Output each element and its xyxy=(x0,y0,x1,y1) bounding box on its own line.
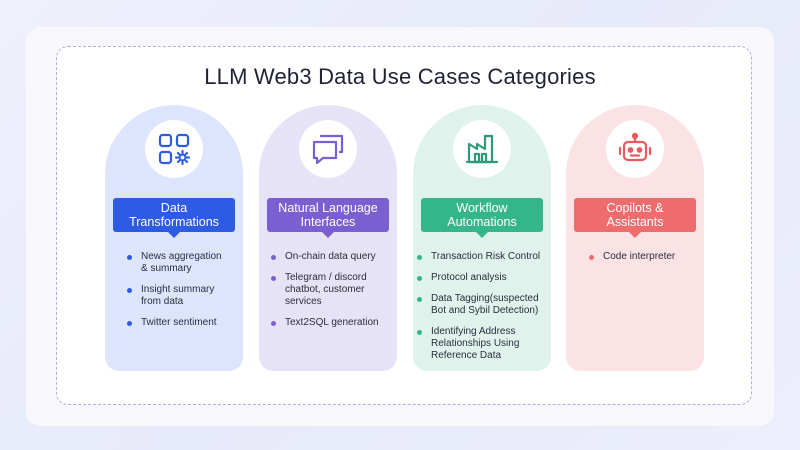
item-line: Relationships Using xyxy=(431,338,520,349)
item-line: Twitter sentiment xyxy=(141,317,217,328)
label-line: Data xyxy=(160,201,188,215)
item-line: services xyxy=(285,296,322,307)
item-line: & summary xyxy=(141,263,192,274)
item-line: Protocol analysis xyxy=(431,272,507,283)
label-line: Transformations xyxy=(129,215,219,229)
label-line: Automations xyxy=(447,215,517,229)
item-line: Transaction Risk Control xyxy=(431,251,541,262)
apps-gear-icon xyxy=(145,120,203,178)
list-item: Protocol analysis xyxy=(417,272,540,284)
bullet-dot xyxy=(417,255,422,260)
label-line: Interfaces xyxy=(300,215,356,229)
label-line: Natural Language xyxy=(278,201,378,215)
label-pointer xyxy=(322,232,334,238)
label-pointer xyxy=(629,232,641,238)
bullet-dot xyxy=(417,297,422,302)
list-item: Transaction Risk Control xyxy=(417,251,540,263)
item-line: Telegram / discord xyxy=(285,272,367,283)
bullet-list: News aggregation& summary Insight summar… xyxy=(127,251,222,338)
bullet-dot xyxy=(271,255,276,260)
item-line: On-chain data query xyxy=(285,251,376,262)
item-line: Bot and Sybil Detection) xyxy=(431,305,539,316)
list-item: Twitter sentiment xyxy=(127,317,222,329)
label-line: Assistants xyxy=(606,215,664,229)
item-line: Code interpreter xyxy=(603,251,676,262)
item-line: Data Tagging(suspected xyxy=(431,293,539,304)
item-line: chatbot, customer xyxy=(285,284,365,295)
robot-icon xyxy=(606,120,664,178)
list-item: News aggregation& summary xyxy=(127,251,222,275)
item-line: Identifying Address xyxy=(431,326,516,337)
item-line: News aggregation xyxy=(141,251,222,262)
page-title: LLM Web3 Data Use Cases Categories xyxy=(204,64,596,89)
label-copilots-assistants: Copilots &Assistants xyxy=(574,198,696,232)
bullet-dot xyxy=(417,276,422,281)
list-item: On-chain data query xyxy=(271,251,379,263)
list-item: Text2SQL generation xyxy=(271,317,379,329)
bullet-list: Code interpreter xyxy=(589,251,675,272)
bullet-dot xyxy=(271,276,276,281)
label-line: Workflow xyxy=(456,201,508,215)
bullet-dot xyxy=(271,321,276,326)
list-item: Code interpreter xyxy=(589,251,675,263)
label-pointer xyxy=(476,232,488,238)
bullet-dot xyxy=(417,330,422,335)
item-line: Insight summary xyxy=(141,284,215,295)
factory-icon xyxy=(453,120,511,178)
item-line: Text2SQL generation xyxy=(285,317,379,328)
bullet-dot xyxy=(127,288,132,293)
bullet-dot xyxy=(127,321,132,326)
label-pointer xyxy=(168,232,180,238)
bullet-dot xyxy=(589,255,594,260)
chat-bubbles-icon xyxy=(299,120,357,178)
item-line: from data xyxy=(141,296,184,307)
bullet-dot xyxy=(127,255,132,260)
label-line: Copilots & xyxy=(606,201,664,215)
item-line: Reference Data xyxy=(431,350,502,361)
bullet-list: Transaction Risk Control Protocol analys… xyxy=(417,251,540,371)
